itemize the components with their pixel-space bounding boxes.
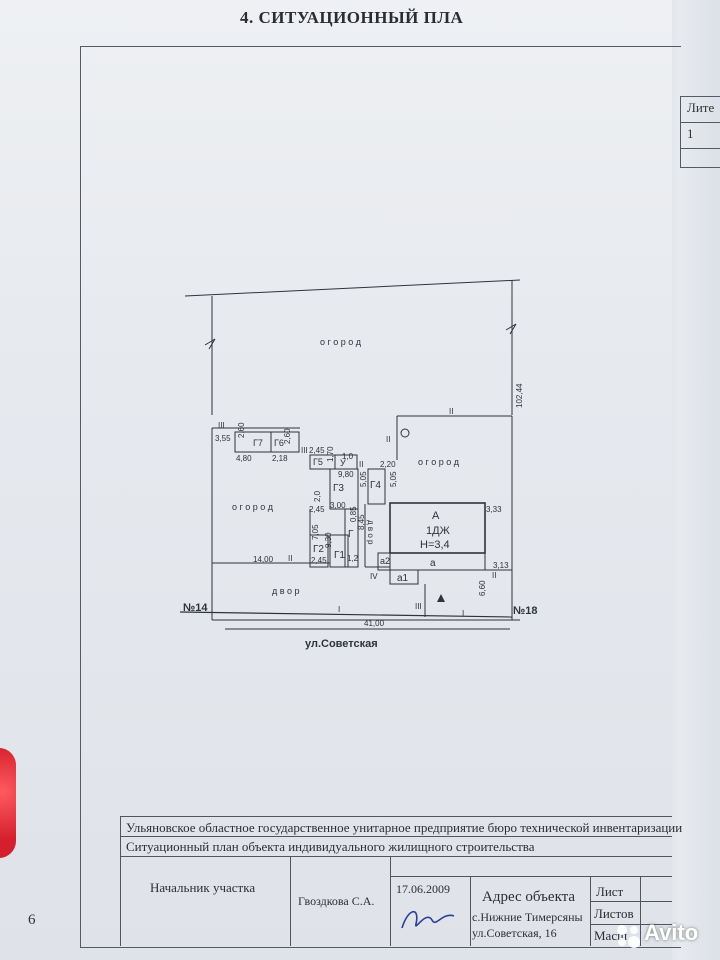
address-line2: ул.Советская, 16 (472, 926, 557, 940)
dim-2-45b: 2,45 (309, 505, 325, 514)
dim-1-0: 1,0 (342, 452, 354, 461)
dim-3-00: 3,00 (330, 501, 346, 510)
dim-14-00: 14,00 (253, 555, 274, 564)
dim-2-20: 2,20 (380, 460, 396, 469)
sheets-label: Листов (594, 906, 634, 921)
role: Начальник участка (150, 880, 256, 895)
dim-7-05: 7,05 (311, 524, 320, 540)
label-ogorod-top: о г о р о д (320, 337, 362, 347)
label-g2: Г2 (313, 544, 324, 555)
signature (401, 910, 455, 929)
street-name: ул.Советская (305, 638, 378, 650)
dim-3-33: 3,33 (486, 505, 502, 514)
label-dvor-mid: д в о р (366, 520, 375, 545)
label-ogorod-right: о г о р о д (418, 457, 460, 467)
label-ogorod-left: о г о р о д (232, 502, 274, 512)
mark-iii-b: III (301, 446, 308, 455)
title-block: Ульяновское областное государственное ун… (120, 816, 682, 946)
address-line1: с.Нижние Тимерсяны (472, 910, 583, 924)
label-dvor-front: д в о р (272, 586, 300, 596)
neighbor-18: №18 (513, 605, 538, 617)
side-table: Лите 1 (680, 96, 720, 168)
mark-i-a: I (338, 605, 340, 614)
label-g3: Г3 (333, 483, 344, 494)
page-number: 6 (28, 912, 36, 928)
date: 17.06.2009 (396, 882, 450, 896)
label-g4: Г4 (370, 480, 381, 491)
situation-plan: о г о р о д о г о р о д о г о р о д д в … (179, 279, 538, 650)
dim-5-05b: 5,05 (389, 471, 398, 487)
doc-title: Ситуационный план объекта индивидуальног… (126, 839, 535, 854)
mark-iv: IV (370, 572, 378, 581)
entrance-marker (437, 594, 445, 602)
sheet-label: Лист (596, 884, 624, 899)
dim-2-45a: 2,45 (309, 446, 325, 455)
dim-1-2: 1,2 (347, 554, 359, 563)
dim-2-60a: 2,60 (237, 422, 246, 438)
dim-8-45: 8,45 (357, 514, 366, 530)
dim-2-18: 2,18 (272, 454, 288, 463)
mark-i-b: I (462, 609, 464, 618)
dim-9-80: 9,80 (338, 470, 354, 479)
person: Гвоздкова С.А. (298, 894, 375, 908)
rear-boundary (184, 279, 521, 297)
dim-41-00: 41,00 (364, 619, 385, 628)
dim-2-60b: 2,60 (283, 428, 292, 444)
label-g1: Г1 (334, 550, 345, 561)
side-table-head: Лите (681, 97, 720, 123)
side-table-value: 1 (681, 123, 720, 149)
label-a2: а2 (380, 556, 390, 566)
dim-3-13: 3,13 (493, 561, 509, 570)
dim-3-55: 3,55 (215, 434, 231, 443)
document-page (0, 0, 672, 960)
dim-2-45c: 2,45 (311, 556, 327, 565)
dim-1-70: 1,70 (326, 446, 335, 462)
org-name: Ульяновское областное государственное ун… (126, 820, 683, 835)
label-u: У (340, 458, 346, 468)
house-label: А (432, 510, 440, 522)
page-title: 4. СИТУАЦИОННЫЙ ПЛА (240, 8, 464, 27)
mark-ii-e: II (492, 571, 496, 580)
label-g: Г (348, 529, 354, 540)
avito-logo-icon (617, 925, 640, 948)
dim-6-60: 6,60 (478, 580, 487, 596)
label-g7: Г7 (253, 438, 263, 448)
mark-iii-a: III (218, 421, 225, 430)
dim-9-30: 9,30 (324, 532, 333, 548)
address-label: Адрес объекта (482, 889, 576, 905)
mark-ii-a: II (449, 407, 453, 416)
label-a1: а1 (397, 573, 409, 584)
drawing-frame (80, 46, 681, 948)
dim-102-44: 102,44 (515, 383, 524, 408)
mark-ii-d: II (288, 554, 292, 563)
label-g5: Г5 (313, 457, 323, 467)
label-a: а (430, 558, 436, 569)
label-g6: Г6 (274, 438, 284, 448)
dim-5-05a: 5,05 (359, 471, 368, 487)
house-type: 1ДЖ (426, 525, 450, 537)
neighbor-14: №14 (183, 602, 208, 614)
mark-ii-c: II (359, 460, 363, 469)
finger (0, 748, 16, 858)
tree-icon (400, 428, 410, 438)
dim-0-85: 0,85 (349, 506, 358, 522)
dim-4-80: 4,80 (236, 454, 252, 463)
avito-watermark: Avito (644, 920, 699, 945)
mark-iii-c: III (415, 602, 422, 611)
mark-ii-b: II (386, 435, 390, 444)
dim-2-0: 2,0 (313, 490, 322, 502)
house-height: Н=3,4 (420, 539, 450, 551)
